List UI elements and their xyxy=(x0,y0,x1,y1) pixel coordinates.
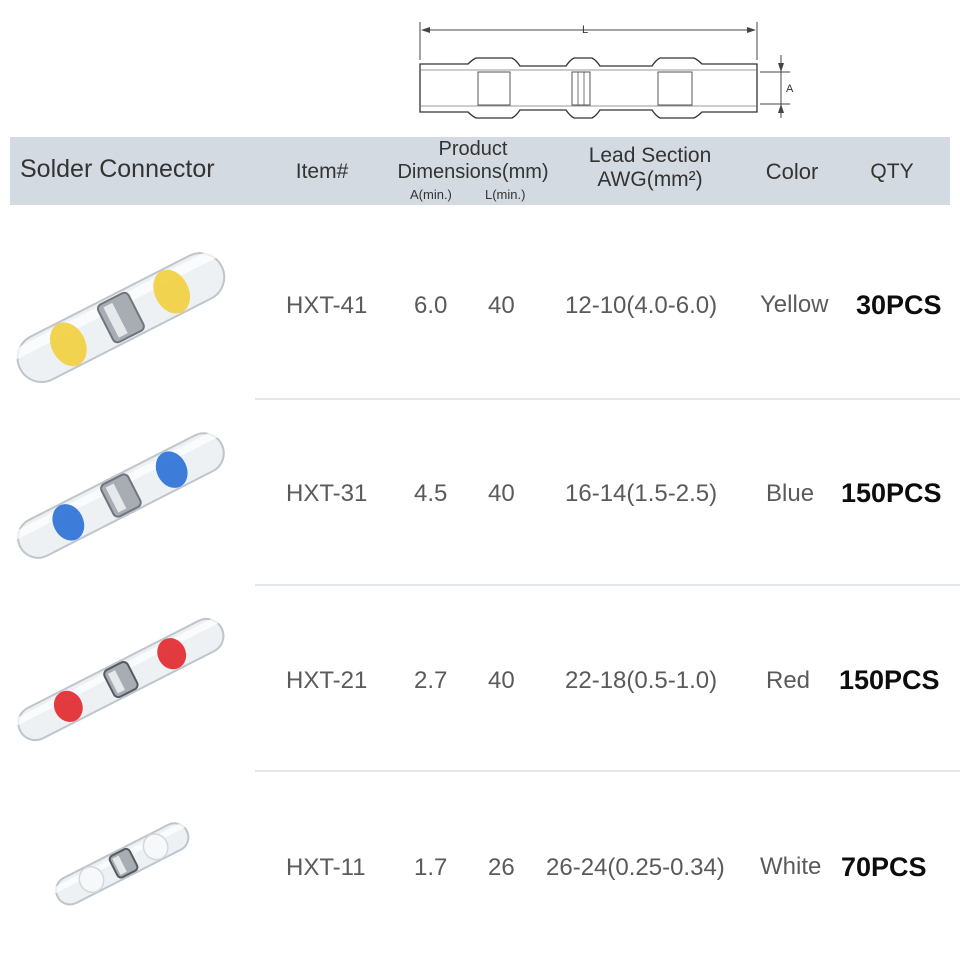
dimension-a: 6.0 xyxy=(414,292,448,319)
dimension-l: 40 xyxy=(488,292,515,319)
lead-line2: AWG(mm²) xyxy=(597,168,703,192)
column-header-color: Color xyxy=(765,159,819,184)
dimension-diagram: L A xyxy=(419,22,794,119)
solder-ring xyxy=(53,690,83,722)
column-subheader-a: A(min.) xyxy=(410,187,452,202)
color-name: Red xyxy=(766,667,811,694)
quantity: 70PCS xyxy=(841,852,927,882)
color-name: Blue xyxy=(766,480,815,507)
length-label: L xyxy=(582,24,588,36)
item-number: HXT-11 xyxy=(286,854,366,881)
column-subheader-l: L(min.) xyxy=(485,187,526,202)
dimension-l: 40 xyxy=(488,480,515,507)
column-header-lead-section: Lead Section AWG(mm²) xyxy=(575,144,725,192)
dimension-a: 4.5 xyxy=(414,480,448,507)
lead-section-awg: 16-14(1.5-2.5) xyxy=(565,480,718,507)
lead-line1: Lead Section xyxy=(588,144,712,167)
dimensions-line2: Dimensions(mm) xyxy=(397,161,549,183)
item-number: HXT-41 xyxy=(286,292,368,319)
item-number: HXT-21 xyxy=(286,667,368,694)
quantity: 150PCS xyxy=(841,478,942,508)
solder-ring xyxy=(157,638,187,670)
color-name: White xyxy=(760,853,822,880)
row-separator xyxy=(255,770,960,772)
lead-section-awg: 22-18(0.5-1.0) xyxy=(565,667,718,694)
quantity: 30PCS xyxy=(856,290,942,320)
table-header-band xyxy=(10,137,950,205)
dimension-l: 26 xyxy=(488,854,515,881)
column-header-item: Item# xyxy=(295,160,349,183)
connector-image-white xyxy=(53,822,190,906)
solder-ring xyxy=(142,833,169,861)
connector-image-red xyxy=(14,616,225,742)
lead-section-awg: 26-24(0.25-0.34) xyxy=(546,854,725,881)
row-separator xyxy=(255,398,960,400)
lead-section-awg: 12-10(4.0-6.0) xyxy=(565,292,718,319)
item-number: HXT-31 xyxy=(286,480,368,507)
dimensions-line1: Product xyxy=(438,138,508,160)
column-header-solder-connector: Solder Connector xyxy=(20,155,215,183)
diameter-label: A xyxy=(786,83,794,95)
solder-ring xyxy=(153,269,191,314)
column-header-qty: QTY xyxy=(870,160,914,183)
solder-ring xyxy=(155,451,188,488)
solder-ring xyxy=(52,504,85,541)
connector-image-yellow xyxy=(11,248,226,383)
dimension-l: 40 xyxy=(488,667,515,694)
solder-ring xyxy=(78,865,105,894)
dimension-a: 1.7 xyxy=(414,854,448,881)
connector-image-blue xyxy=(12,429,225,559)
color-name: Yellow xyxy=(760,291,829,318)
column-header-dimensions: Product Dimensions(mm) xyxy=(380,138,566,184)
dimension-a: 2.7 xyxy=(414,667,448,694)
solder-ring xyxy=(49,322,87,367)
row-separator xyxy=(255,584,960,586)
quantity: 150PCS xyxy=(839,665,940,695)
